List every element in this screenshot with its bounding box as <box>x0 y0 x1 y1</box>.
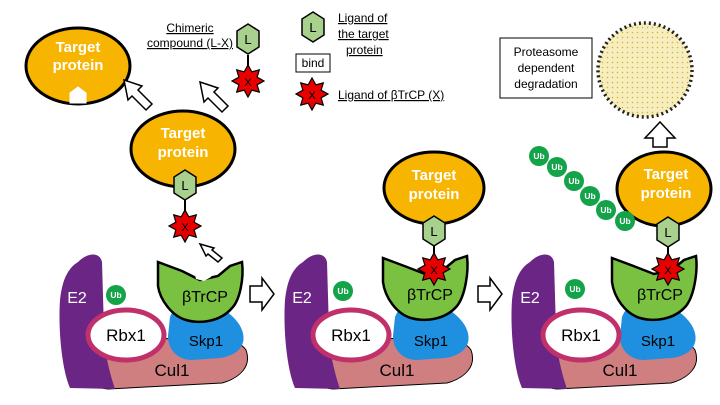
ub-label: Ub <box>551 162 562 172</box>
proteasome-text-box <box>499 37 593 99</box>
complex-panel-1: Cul1 E2 Skp1 βTrCP Rbx1 Ub <box>59 254 248 390</box>
ubiquitin-icon <box>596 200 616 220</box>
legend-ligand-target-2: the target <box>338 27 389 41</box>
complex-panel-2: Target protein Cul1 E2 Skp1 βTrCP L X Rb… <box>284 150 486 390</box>
target-protein-label-1: Target <box>56 39 101 56</box>
ligand-X-star-icon <box>167 208 203 244</box>
block-arrow-icon <box>249 275 275 313</box>
proteasome-label-1: Proteasome <box>514 45 579 59</box>
e2-label: E2 <box>520 290 540 307</box>
target-protein-label-1: Target <box>644 166 689 183</box>
rbx1 <box>540 307 622 363</box>
skp1-label: Skp1 <box>414 333 448 350</box>
e2-label: E2 <box>67 290 87 307</box>
bind-box <box>295 53 331 73</box>
ub-label: Ub <box>568 176 579 186</box>
block-arrow-icon <box>199 80 230 114</box>
ligand-L-label: L <box>664 225 671 240</box>
ligand-X-label: X <box>430 265 438 277</box>
btrcp-label: βTrCP <box>182 289 228 306</box>
target-protein-label-2: protein <box>158 144 209 161</box>
ligand-L-label: L <box>181 178 188 193</box>
binding-pocket <box>69 86 87 104</box>
ub-label: Ub <box>569 284 580 294</box>
chimeric-compound-label: Chimeric compound (L-X) <box>147 21 233 50</box>
block-arrow-icon <box>123 78 154 112</box>
cul1-label: Cul1 <box>155 361 190 380</box>
ub-label: Ub <box>584 191 595 201</box>
ligand-L-label: L <box>244 32 251 47</box>
degraded-protein <box>596 21 694 119</box>
ubiquitin-icon <box>564 171 584 191</box>
rbx1-label: Rbx1 <box>331 326 371 345</box>
ligand-X-label: X <box>664 265 672 277</box>
ubiquitin-icon <box>565 279 585 299</box>
ligand-L-hexagon-icon <box>173 169 197 201</box>
free-target-protein: Target protein <box>24 26 132 106</box>
chimeric-label-1: Chimeric <box>166 21 213 35</box>
ligand-X-label: X <box>244 77 252 89</box>
proteasome-label-3: degradation <box>514 77 577 91</box>
legend-ligand-target-3: protein <box>346 43 383 57</box>
ligand-L-hexagon-icon <box>422 215 446 247</box>
ligand-X-label: X <box>181 222 189 234</box>
ligand-X-star-icon <box>650 251 686 287</box>
polyubiquitin-chain: Ub Ub Ub Ub Ub Ub <box>529 146 635 231</box>
proteasome-box: Proteasome dependent degradation <box>499 37 593 99</box>
rbx1-label: Rbx1 <box>561 326 601 345</box>
btrcp-label: βTrCP <box>637 287 683 304</box>
btrcp <box>381 254 469 322</box>
ub-label: Ub <box>110 290 121 300</box>
ubiquitin-icon <box>547 157 567 177</box>
legend-X-label: X <box>308 90 316 102</box>
target-protein-label-2: protein <box>409 186 460 203</box>
skp1-label: Skp1 <box>641 333 675 350</box>
legend-L-label: L <box>309 20 316 35</box>
ub-label: Ub <box>619 216 630 226</box>
free-chimeric-compound: L X <box>230 23 266 99</box>
e2-label: E2 <box>292 290 312 307</box>
legend: L Ligand of the target protein bind X Li… <box>294 11 444 112</box>
ubiquitin-icon <box>333 281 353 301</box>
ligand-L-hexagon-icon <box>236 23 260 55</box>
ligand-L-hexagon-icon <box>656 216 680 248</box>
ub-label: Ub <box>337 286 348 296</box>
btrcp <box>156 260 244 324</box>
ubiquitin-icon <box>615 211 635 231</box>
ligand-L-label: L <box>430 224 437 239</box>
block-arrow-icon <box>477 275 503 313</box>
target-protein-label-2: protein <box>641 185 692 202</box>
legend-ligand-btrcp: Ligand of βTrCP (X) <box>338 88 444 102</box>
legend-ligand-L-icon <box>301 11 325 43</box>
legend-ligand-target-1: Ligand of <box>338 11 388 25</box>
btrcp-label: βTrCP <box>407 287 453 304</box>
ubiquitin-icon <box>106 285 126 305</box>
block-arrow-icon <box>198 242 224 264</box>
rbx1-label: Rbx1 <box>106 326 146 345</box>
e2 <box>511 254 567 389</box>
proteasome-label-2: dependent <box>518 61 575 75</box>
legend-ligand-X-icon <box>294 76 330 112</box>
bind-label: bind <box>302 56 325 70</box>
target-protein-label-1: Target <box>161 125 206 142</box>
ubiquitin-icon <box>580 186 600 206</box>
chimeric-label-2: compound (L-X) <box>147 36 233 50</box>
target-protein-label-2: protein <box>53 57 104 74</box>
ub-label: Ub <box>533 151 544 161</box>
btrcp-pocket <box>194 263 213 281</box>
target-protein-label-1: Target <box>412 167 457 184</box>
block-arrow-icon <box>643 120 677 148</box>
ligand-X-star-icon <box>230 63 266 99</box>
ub-label: Ub <box>600 205 611 215</box>
rbx1 <box>85 307 167 363</box>
complex-panel-3: Target protein Cul1 E2 Skp1 βTrCP L X Rb… <box>511 146 713 390</box>
skp1-label: Skp1 <box>189 333 223 350</box>
cul1-label: Cul1 <box>380 361 415 380</box>
rbx1 <box>310 307 392 363</box>
ubiquitin-icon <box>529 146 549 166</box>
target-compound-complex: Target protein L X <box>129 109 237 244</box>
cul1-label: Cul1 <box>603 361 638 380</box>
ligand-X-star-icon <box>416 251 452 287</box>
